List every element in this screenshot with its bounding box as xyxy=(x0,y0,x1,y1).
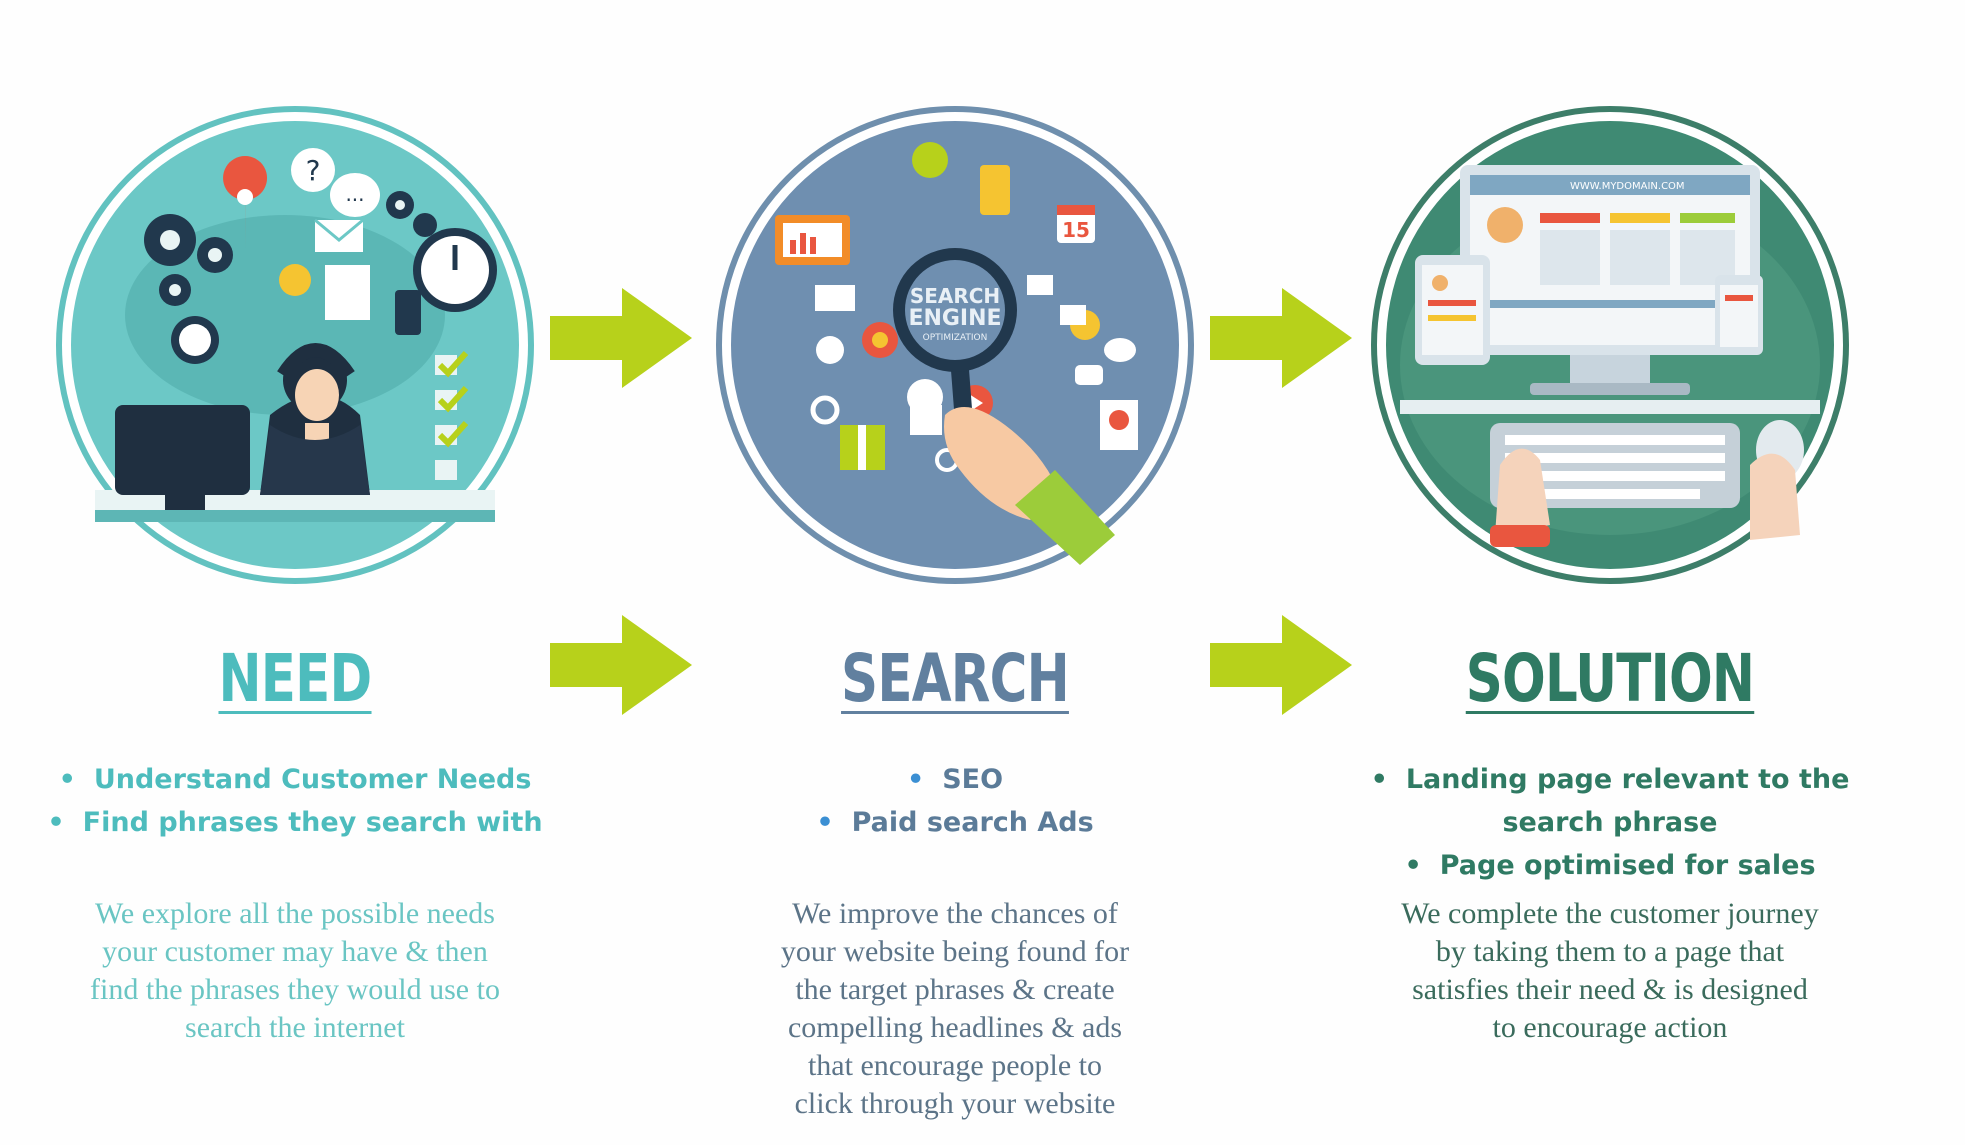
solution-description: We complete the customer journey by taki… xyxy=(1401,897,1819,1044)
right-arrow-icon xyxy=(1210,615,1352,715)
customer-support-icon: ? ... xyxy=(56,106,534,584)
search-heading: SEARCH xyxy=(841,640,1070,717)
search-bullet: SEO xyxy=(675,758,1235,801)
solution-illustration: WWW.MYDOMAIN.COM xyxy=(1370,105,1850,585)
need-heading: NEED xyxy=(218,640,372,717)
search-bullet: Paid search Ads xyxy=(675,801,1235,844)
url-label: WWW.MYDOMAIN.COM xyxy=(1570,181,1685,192)
need-bullets: Understand Customer Needs Find phrases t… xyxy=(15,758,575,844)
need-description: We explore all the possible needs your c… xyxy=(90,897,500,1044)
search-bullets: SEO Paid search Ads xyxy=(675,758,1235,844)
calendar-day: 15 xyxy=(1062,218,1090,242)
solution-bullet: Page optimised for sales xyxy=(1330,844,1890,887)
seo-label-engine: ENGINE xyxy=(908,306,1001,331)
magnifier-hand-icon: 15 SEARCH ENGINE OPTI xyxy=(716,106,1194,584)
computer-devices-icon: WWW.MYDOMAIN.COM xyxy=(1371,106,1849,584)
seo-label-optimization: OPTIMIZATION xyxy=(923,333,988,343)
need-bullet: Find phrases they search with xyxy=(15,801,575,844)
solution-heading: SOLUTION xyxy=(1465,640,1755,717)
svg-text:...: ... xyxy=(345,182,364,206)
svg-text:?: ? xyxy=(306,154,321,187)
search-illustration: 15 SEARCH ENGINE OPTI xyxy=(715,105,1195,585)
search-description: We improve the chances of your website b… xyxy=(780,897,1130,1120)
seo-label-search: SEARCH xyxy=(910,284,1000,308)
need-illustration: ? ... xyxy=(55,105,535,585)
solution-bullets: Landing page relevant to the search phra… xyxy=(1330,758,1890,887)
solution-bullet: Landing page relevant to the search phra… xyxy=(1330,758,1890,844)
right-arrow-icon xyxy=(550,288,692,388)
right-arrow-icon xyxy=(1210,288,1352,388)
right-arrow-icon xyxy=(550,615,692,715)
need-bullet: Understand Customer Needs xyxy=(15,758,575,801)
